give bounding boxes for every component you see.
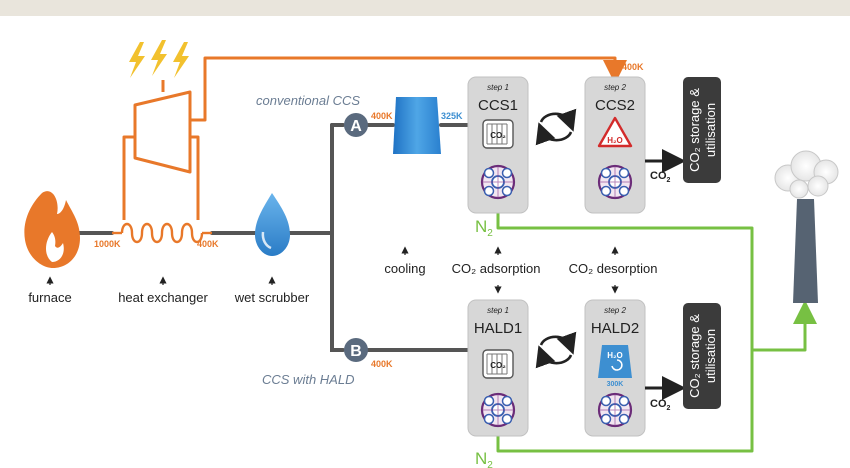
compressor-icon (393, 97, 441, 154)
ccs2-step: step 2 (604, 83, 626, 92)
temp-hx-in: 1000K (94, 239, 121, 249)
co2-output-arrows (645, 149, 686, 400)
hald1-step: step 1 (487, 306, 509, 315)
column-ccs1 (467, 76, 529, 214)
hald1-name: HALD1 (474, 320, 522, 337)
temp-top-return: 400K (622, 62, 644, 72)
ccs2-name: CCS2 (595, 97, 635, 114)
co2-storage-box-bottom (683, 303, 721, 409)
ccs-with-hald-label: CCS with HALD (262, 372, 354, 387)
storage-bottom-line2: utilisation (703, 329, 718, 383)
header-band (0, 0, 850, 16)
storage-bottom-line1: CO₂ storage & (687, 314, 702, 398)
heat-exchanger-icon (112, 222, 212, 244)
column-hald1 (467, 299, 529, 437)
storage-top-line1: CO₂ storage & (687, 88, 702, 172)
swap-cycle-icon-hald (535, 331, 577, 369)
route-b-marker (344, 338, 368, 362)
cooling-label: cooling (384, 261, 425, 276)
stage-indicator-arrows (46, 246, 619, 294)
co2-output-top: CO2 (650, 170, 671, 184)
temp-a-out: 325K (441, 111, 463, 121)
ccs1-step: step 1 (487, 83, 509, 92)
route-b-label: B (350, 343, 362, 360)
ccs2-icon-text: H₂O (607, 136, 623, 145)
conventional-ccs-label: conventional CCS (256, 93, 360, 108)
co2-output-bottom: CO2 (650, 398, 671, 412)
swap-cycle-icon (535, 108, 577, 146)
n2-label-bottom: N2 (475, 449, 493, 468)
hald2-step: step 2 (604, 306, 626, 315)
temp-hx-out: 400K (197, 239, 219, 249)
main-pipeline (72, 123, 470, 352)
route-a-marker (344, 113, 368, 137)
co2-storage-box-top (683, 77, 721, 183)
ccs1-icon-text: CO₂ (490, 131, 506, 140)
column-hald2 (584, 299, 646, 437)
electricity-icon (129, 40, 189, 78)
flame-icon (24, 191, 80, 268)
hald2-icon-text: H₂O (607, 351, 623, 360)
water-drop-icon (255, 193, 290, 256)
n2-label-top: N2 (475, 217, 493, 239)
chimney-icon (793, 199, 818, 303)
co2-desorption-label: CO₂ desorption (569, 261, 658, 276)
hald1-icon-text: CO₂ (490, 361, 506, 370)
heat-exchanger-label: heat exchanger (118, 290, 208, 305)
temp-a-in: 400K (371, 111, 393, 121)
smoke-cloud-icon (774, 150, 839, 199)
hald2-name: HALD2 (591, 320, 639, 337)
furnace-label: furnace (28, 290, 71, 305)
wet-scrubber-label: wet scrubber (234, 290, 310, 305)
heat-recovery-loop (122, 56, 627, 220)
hald2-temp: 300K (607, 381, 624, 388)
ccs1-name: CCS1 (478, 97, 518, 114)
storage-top-line2: utilisation (703, 103, 718, 157)
co2-adsorption-label: CO₂ adsorption (452, 261, 541, 276)
column-ccs2 (584, 76, 646, 214)
route-a-label: A (350, 118, 362, 135)
temp-b-in: 400K (371, 359, 393, 369)
n2-exhaust-lines (496, 213, 817, 453)
